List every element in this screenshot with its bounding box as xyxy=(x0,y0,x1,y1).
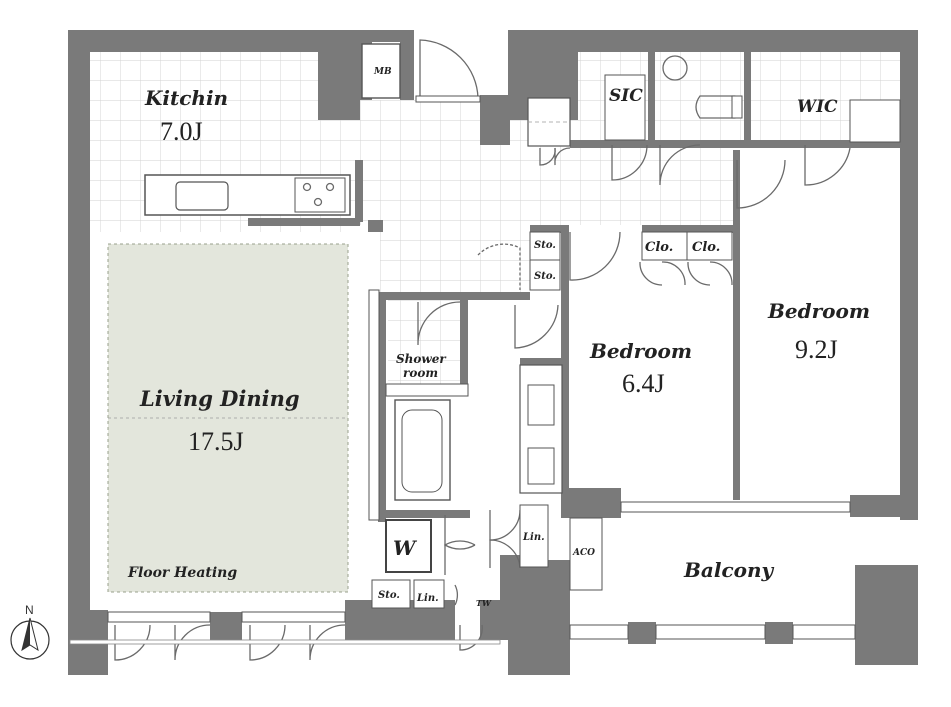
compass-north-label: N xyxy=(25,603,34,617)
lin-bottom-label: Lin. xyxy=(416,593,439,604)
compass: N xyxy=(10,603,50,660)
bedroom-right-name: Bedroom xyxy=(767,299,870,323)
living-partition xyxy=(368,289,380,521)
hall-tile-floor-2 xyxy=(380,225,530,300)
shower-room-line1: Shower xyxy=(396,352,447,366)
shower-room-line2: room xyxy=(403,366,438,380)
tw-label: TW xyxy=(476,598,492,608)
balcony-name: Balcony xyxy=(683,558,775,582)
lin-right-label: Lin. xyxy=(522,532,545,543)
kitchen-counter xyxy=(144,174,351,216)
kitchen-name: Kitchin xyxy=(144,86,228,110)
mb-label: MB xyxy=(373,67,392,77)
door-swings xyxy=(114,144,851,661)
bedroom-center-area: 6.4J xyxy=(622,369,665,398)
living-dining-name: Living Dining xyxy=(139,386,300,411)
sic-label: SIC xyxy=(609,86,643,106)
clo-box-right xyxy=(686,231,733,261)
wic-label: WIC xyxy=(797,97,838,117)
sto-bottom-label: Sto. xyxy=(378,590,400,601)
sto-box-top xyxy=(529,231,561,261)
clo-right-label: Clo. xyxy=(692,240,720,255)
bedroom-center-name: Bedroom xyxy=(589,339,692,363)
floor-heating-label: Floor Heating xyxy=(127,565,237,581)
aco-box xyxy=(569,517,603,591)
windows xyxy=(69,501,856,645)
living-dining-area: 17.5J xyxy=(188,427,244,456)
bathtub xyxy=(394,399,451,501)
bath-counter xyxy=(385,383,469,397)
toilet-fixture xyxy=(662,55,743,119)
wic-shelf xyxy=(849,99,901,143)
mb-box xyxy=(361,43,401,99)
sto-box-bottom xyxy=(371,579,411,609)
washer-box xyxy=(385,519,432,573)
entrance-door[interactable] xyxy=(415,39,481,103)
sto-box-mid xyxy=(529,259,561,291)
lin-box-bottom xyxy=(413,579,445,609)
bedroom-right-area: 9.2J xyxy=(795,335,838,364)
shower-tile-floor xyxy=(388,300,460,385)
aco-label: ACO xyxy=(572,548,595,558)
washer-label: W xyxy=(393,536,418,560)
sto-mid-label: Sto. xyxy=(534,271,556,282)
clo-left-label: Clo. xyxy=(645,240,673,255)
sto-top-label: Sto. xyxy=(534,240,556,251)
kitchen-area: 7.0J xyxy=(160,117,203,146)
sic-shelf xyxy=(604,74,646,141)
lin-box-right xyxy=(519,504,549,568)
